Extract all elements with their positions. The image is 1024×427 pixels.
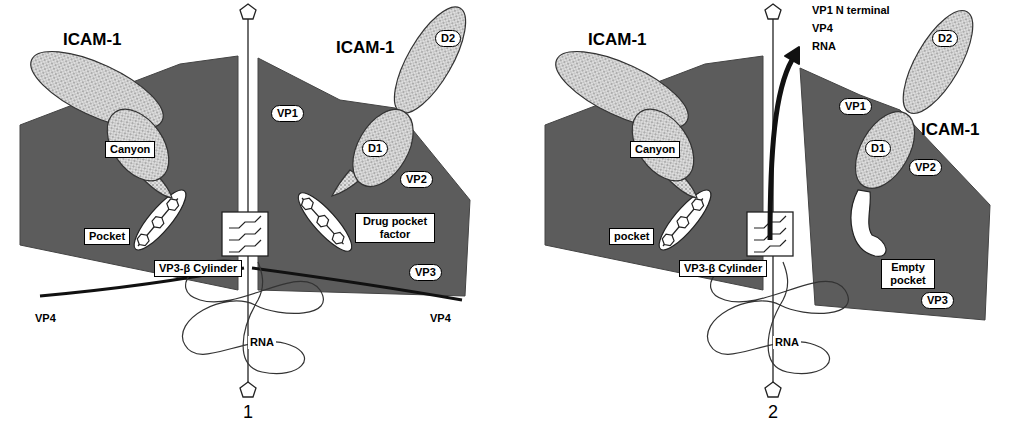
- node-text: VP3-β Cylinder: [684, 262, 762, 275]
- node-text: D2: [441, 32, 455, 45]
- part-box: pocket: [609, 228, 654, 245]
- panel-number: 2: [768, 402, 778, 423]
- node-text: Drug pocket factor: [360, 215, 430, 241]
- node-text: Canyon: [635, 143, 675, 156]
- node-text: D2: [938, 32, 952, 45]
- node-text: VP3-β Cylinder: [159, 262, 237, 275]
- node-text: VP2: [915, 161, 936, 174]
- part-label: VP4: [35, 312, 56, 325]
- protein-label: VP3: [921, 292, 954, 309]
- node-text: D1: [368, 142, 382, 155]
- node-text: Empty pocket: [886, 261, 930, 287]
- part-label: VP1 N terminal: [812, 4, 890, 17]
- node-text: Canyon: [110, 143, 150, 156]
- part-label: RNA: [773, 336, 801, 349]
- part-box: Empty pocket: [881, 259, 935, 289]
- protein-label: VP1: [271, 105, 304, 122]
- protein-label: D2: [932, 30, 958, 47]
- node-text: pocket: [614, 230, 649, 243]
- part-label: VP4: [430, 312, 451, 325]
- part-box: Pocket: [84, 228, 130, 245]
- node-text: VP3: [415, 266, 436, 279]
- panel-number: 1: [243, 402, 253, 423]
- part-label: ICAM-1: [588, 30, 647, 50]
- part-box: VP3-β Cylinder: [679, 260, 767, 277]
- part-box: Canyon: [105, 141, 155, 158]
- node-text: Pocket: [89, 230, 125, 243]
- protein-label: D2: [435, 30, 461, 47]
- part-label: ICAM-1: [921, 120, 980, 140]
- protein-label: D1: [362, 140, 388, 157]
- part-label: VP4: [812, 22, 833, 35]
- node-text: D1: [871, 142, 885, 155]
- part-label: RNA: [248, 336, 276, 349]
- protein-label: VP1: [839, 98, 872, 115]
- part-label: ICAM-1: [63, 30, 122, 50]
- node-text: VP2: [406, 173, 427, 186]
- part-label: RNA: [812, 40, 836, 53]
- part-box: Drug pocket factor: [355, 213, 435, 243]
- protein-label: VP2: [909, 159, 942, 176]
- node-text: VP3: [927, 294, 948, 307]
- node-text: VP1: [845, 100, 866, 113]
- part-box: VP3-β Cylinder: [154, 260, 242, 277]
- protein-label: VP3: [409, 264, 442, 281]
- part-label: ICAM-1: [336, 38, 395, 58]
- part-box: Canyon: [630, 141, 680, 158]
- protein-label: VP2: [400, 171, 433, 188]
- node-text: VP1: [277, 107, 298, 120]
- protein-label: D1: [865, 140, 891, 157]
